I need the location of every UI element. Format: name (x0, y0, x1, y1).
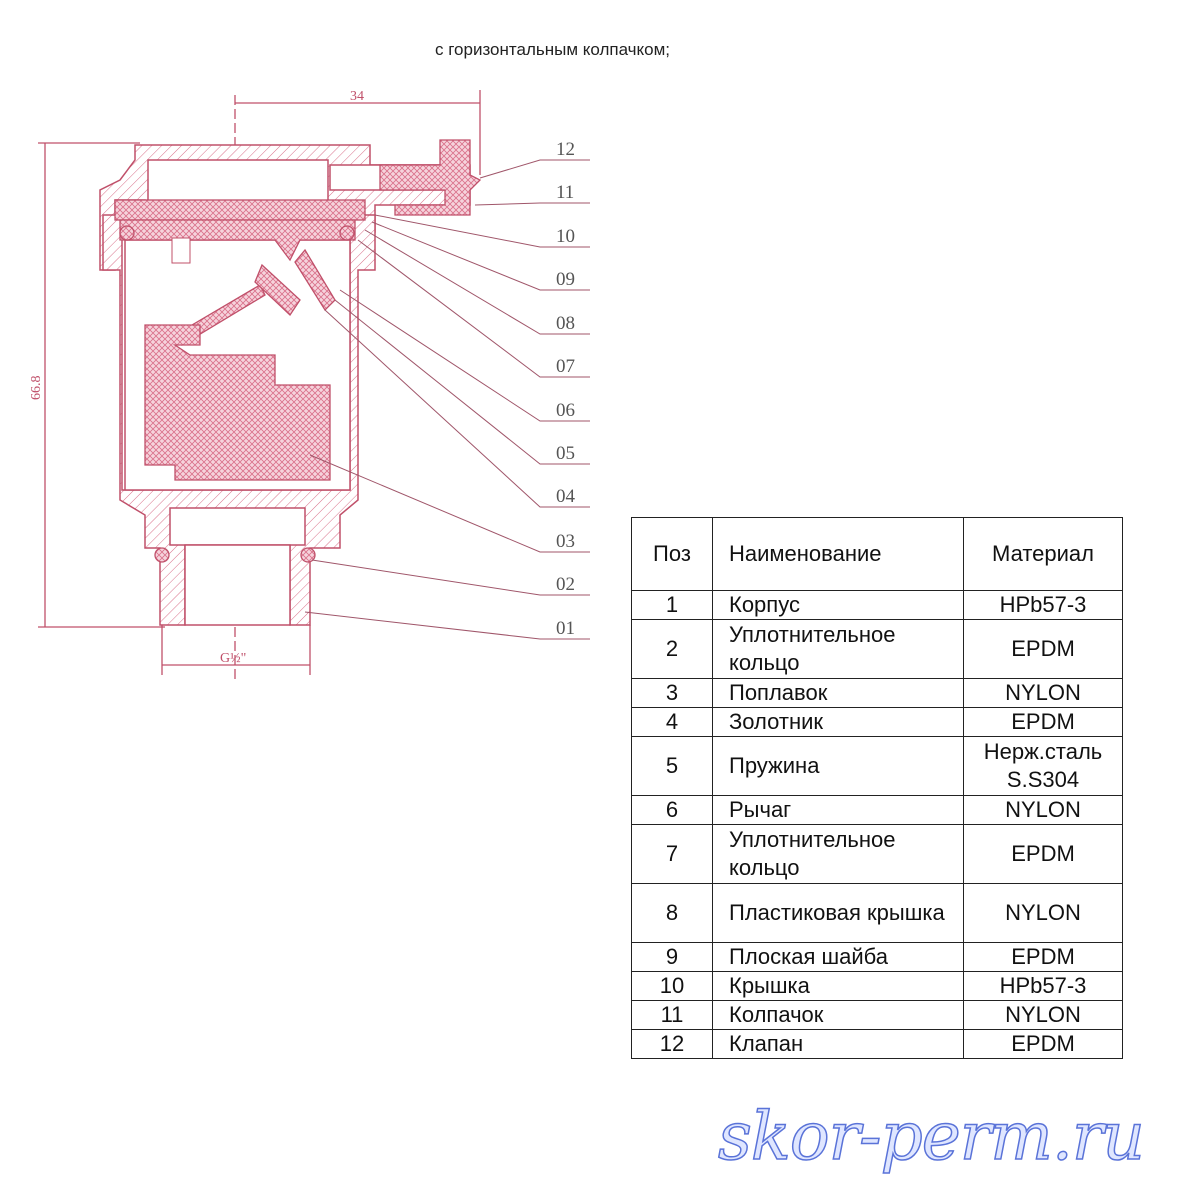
header-name: Наименование (712, 517, 964, 591)
cell-pos: 3 (631, 678, 713, 708)
cell-pos: 2 (631, 619, 713, 679)
cell-pos: 1 (631, 590, 713, 620)
cell-material: EPDM (963, 707, 1123, 737)
cell-name: Колпачок (712, 1000, 964, 1030)
valve-section-drawing: 12 11 10 09 08 07 06 05 04 03 02 01 34 6… (29, 89, 590, 680)
callout-01: 01 (556, 618, 575, 639)
dimension-thread-label: G½" (220, 651, 246, 666)
plastic-cover (114, 199, 366, 221)
cell-pos: 6 (631, 795, 713, 825)
callout-07: 07 (556, 356, 575, 377)
cell-pos: 7 (631, 824, 713, 884)
callout-08: 08 (556, 313, 575, 334)
cell-name: Пластиковая крышка (712, 883, 964, 943)
cell-material: NYLON (963, 795, 1123, 825)
callout-11: 11 (556, 182, 574, 203)
cell-pos: 12 (631, 1029, 713, 1059)
cell-material: HPb57-3 (963, 590, 1123, 620)
cell-name: Корпус (712, 590, 964, 620)
callout-04: 04 (556, 486, 576, 507)
cell-name: Золотник (712, 707, 964, 737)
cell-material: EPDM (963, 824, 1123, 884)
cell-material: EPDM (963, 942, 1123, 972)
callout-06: 06 (556, 400, 575, 421)
cell-name: Плоская шайба (712, 942, 964, 972)
dimension-height-label: 66.8 (29, 376, 44, 401)
callout-05: 05 (556, 443, 575, 464)
cell-pos: 8 (631, 883, 713, 943)
cell-name: Уплотнительное кольцо (712, 619, 964, 679)
callout-02: 02 (556, 574, 575, 595)
caption: с горизонтальным колпачком; (435, 40, 671, 59)
table-header-row: Поз Наименование Материал (631, 517, 1123, 591)
cell-name: Пружина (712, 736, 964, 796)
watermark: skor-perm.ru (717, 1097, 1145, 1176)
cell-pos: 4 (631, 707, 713, 737)
cell-name: Рычаг (712, 795, 964, 825)
dimension-width-label: 34 (350, 89, 364, 104)
cell-pos: 9 (631, 942, 713, 972)
callout-09: 09 (556, 269, 575, 290)
cell-material: EPDM (963, 619, 1123, 679)
cell-pos: 5 (631, 736, 713, 796)
callout-10: 10 (556, 226, 575, 247)
cell-material: Нерж.сталь S.S304 (963, 736, 1123, 796)
callout-03: 03 (556, 531, 575, 552)
cell-name: Крышка (712, 971, 964, 1001)
float (144, 324, 331, 481)
header-material: Материал (963, 517, 1123, 591)
cell-material: NYLON (963, 883, 1123, 943)
cell-pos: 11 (631, 1000, 713, 1030)
cell-material: NYLON (963, 1000, 1123, 1030)
cell-name: Уплотнительное кольцо (712, 824, 964, 884)
header-pos: Поз (631, 517, 713, 591)
valve-stem (379, 139, 482, 216)
cell-pos: 10 (631, 971, 713, 1001)
cell-material: NYLON (963, 678, 1123, 708)
cell-name: Поплавок (712, 678, 964, 708)
cell-material: EPDM (963, 1029, 1123, 1059)
cell-name: Клапан (712, 1029, 964, 1059)
callout-12: 12 (556, 139, 575, 160)
cell-material: HPb57-3 (963, 971, 1123, 1001)
